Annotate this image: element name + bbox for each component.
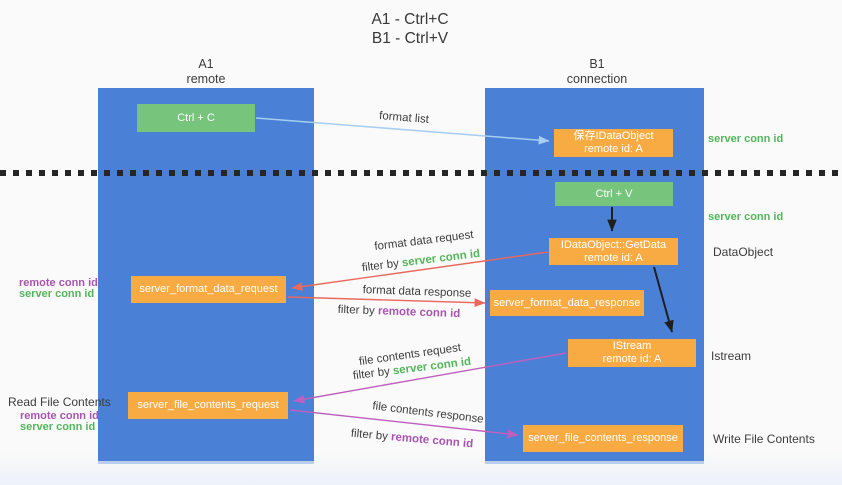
dataobject-label: DataObject <box>713 245 774 259</box>
format-request-box: server_format_data_request <box>131 276 286 303</box>
diagram-title: A1 - Ctrl+C B1 - Ctrl+V <box>310 10 510 48</box>
lifeline-a1-role: remote <box>186 72 226 86</box>
remote-conn-id-text: remote conn id <box>390 431 474 451</box>
istream-line-1: IStream <box>612 340 652 352</box>
lifeline-a1-header: A1 remote <box>156 57 256 87</box>
lifeline-b1-role: connection <box>566 72 628 86</box>
filter-by-remote-conn-id-label-1: filter by remote conn id <box>337 304 460 320</box>
server-conn-id-label-mid-right: server conn id <box>708 211 784 223</box>
ctrl-c-label: Ctrl + C <box>177 111 215 124</box>
getdata-box: IDataObject::GetData remote id: A <box>549 238 678 265</box>
file-response-label: server_file_contents_response <box>528 432 678 444</box>
lifeline-a1-name: A1 <box>198 57 214 71</box>
read-file-contents-label: Read File Contents <box>8 395 111 409</box>
lifeline-b1-name: B1 <box>589 57 605 71</box>
getdata-line-2: remote id: A <box>584 251 643 264</box>
file-request-label: server_file_contents_request <box>137 399 279 411</box>
getdata-line-1: IDataObject::GetData <box>560 238 667 251</box>
save-idataobject-line-2: remote id: A <box>584 143 643 155</box>
istream-box: IStream remote id: A <box>568 339 696 367</box>
server-conn-id-label-left-2: server conn id <box>20 421 96 433</box>
save-idataobject-line-1: 保存IDataObject <box>573 130 654 142</box>
title-line-2: B1 - Ctrl+V <box>371 30 449 47</box>
ctrl-c-box: Ctrl + C <box>137 104 255 132</box>
format-list-label: format list <box>378 110 430 126</box>
title-line-1: A1 - Ctrl+C <box>371 11 449 28</box>
file-response-box: server_file_contents_response <box>523 425 683 452</box>
save-idataobject-box: 保存IDataObject remote id: A <box>554 129 673 157</box>
ctrl-v-label: Ctrl + V <box>595 187 633 200</box>
remote-conn-id-label-left-1: remote conn id <box>19 277 98 289</box>
remote-conn-id-label-left-2: remote conn id <box>20 410 99 422</box>
format-request-label: server_format_data_request <box>139 283 278 295</box>
istream-side-label: Istream <box>711 349 752 363</box>
filter-by-remote-conn-id-label-2: filter by remote conn id <box>350 428 473 451</box>
ctrl-v-box: Ctrl + V <box>555 182 673 206</box>
format-data-response-label: format data response <box>362 284 472 300</box>
filter-by-text: filter by <box>361 257 403 275</box>
filter-by-text: filter by <box>337 303 379 318</box>
istream-line-2: remote id: A <box>602 353 662 365</box>
server-conn-id-text: server conn id <box>401 247 481 270</box>
file-request-box: server_file_contents_request <box>128 392 288 419</box>
format-response-label: server_format_data_response <box>493 296 641 309</box>
filter-by-text: filter by <box>350 427 392 444</box>
server-conn-id-label-top-right: server conn id <box>708 133 784 145</box>
filter-by-text: filter by <box>352 365 394 383</box>
file-contents-response-label: file contents response <box>371 400 485 426</box>
remote-conn-id-text: remote conn id <box>377 305 461 321</box>
copy-paste-divider <box>0 170 842 176</box>
server-conn-id-label-left-1: server conn id <box>19 288 95 300</box>
write-file-contents-label: Write File Contents <box>713 432 815 446</box>
format-response-box: server_format_data_response <box>490 290 644 316</box>
lifeline-b1-header: B1 connection <box>547 57 647 87</box>
